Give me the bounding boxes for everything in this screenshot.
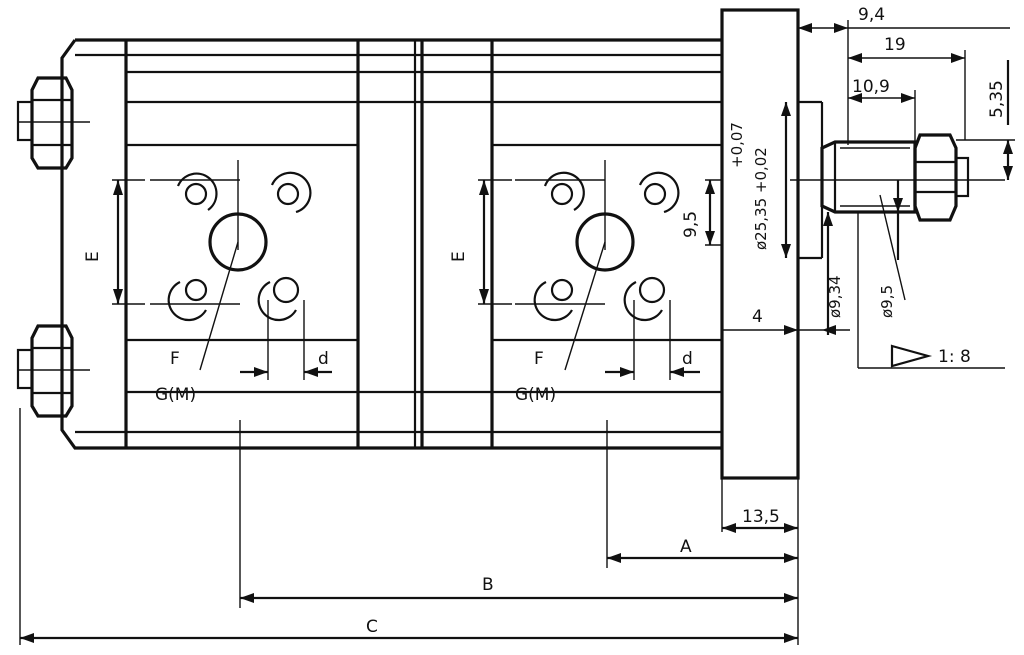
- label-C: C: [366, 617, 378, 637]
- label-10-9: 10,9: [852, 77, 890, 97]
- dimension-labels: 9,4 19 10,9 5,35 +0,07 ø25,35 +0,02 9,5 …: [83, 5, 1007, 637]
- label-d-left: d: [318, 349, 329, 369]
- label-13-5: 13,5: [742, 507, 780, 527]
- label-dia-9-5: ø9,5: [878, 285, 896, 318]
- pump-body: [60, 38, 722, 450]
- port-pattern-left: [112, 160, 332, 380]
- label-5-35: 5,35: [987, 80, 1007, 118]
- label-F-left: F: [170, 349, 180, 369]
- label-d-right: d: [682, 349, 693, 369]
- label-dia-9-34: ø9,34: [826, 275, 844, 318]
- label-B: B: [482, 575, 494, 595]
- label-E-left: E: [83, 251, 103, 262]
- mounting-flange: [720, 8, 824, 480]
- label-E-right: E: [449, 251, 469, 262]
- label-tolerance: +0,07: [728, 122, 746, 168]
- label-19: 19: [884, 35, 906, 55]
- tie-rod-nut-top: [16, 76, 74, 170]
- label-9-4: 9,4: [858, 5, 885, 25]
- label-taper: 1: 8: [938, 347, 971, 367]
- label-gm-left: G(M): [155, 385, 196, 405]
- shaft-nut: [913, 133, 970, 222]
- tie-rod-nut-bottom: [16, 324, 74, 418]
- port-pattern-right: [478, 160, 700, 380]
- right-dimensions: [705, 20, 1015, 369]
- label-4: 4: [752, 307, 763, 327]
- bottom-dimensions: [19, 408, 799, 645]
- label-bore: ø25,35 +0,02: [752, 147, 770, 250]
- label-F-right: F: [534, 349, 544, 369]
- label-gm-right: G(M): [515, 385, 556, 405]
- label-A: A: [680, 537, 692, 557]
- centerlines: [18, 121, 1005, 371]
- label-9-5-vertical: 9,5: [681, 211, 701, 238]
